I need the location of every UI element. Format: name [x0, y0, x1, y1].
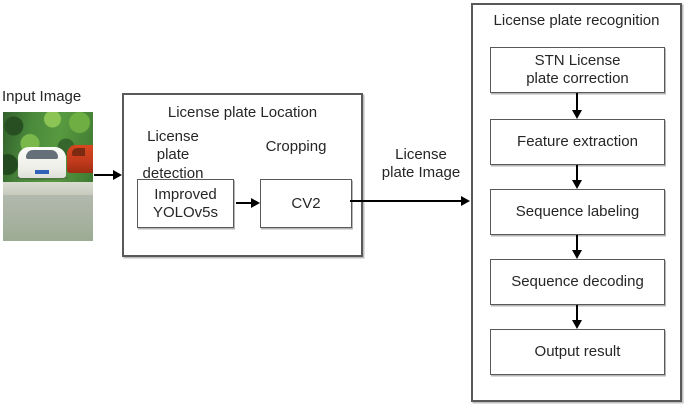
transfer-label: License plate Image: [381, 146, 461, 182]
recognition-panel-title: License plate recognition: [493, 12, 660, 29]
location-panel-title: License plate Location: [167, 104, 318, 121]
location-panel: License plate Location License plate det…: [122, 93, 363, 257]
feature-extraction-box: Feature extraction: [490, 119, 665, 165]
photo-white-car: [18, 147, 66, 178]
photo-curb: [3, 182, 93, 195]
arrow-input-to-location: [94, 169, 122, 180]
cropping-label: Cropping: [265, 138, 327, 155]
photo-car-shadow: [15, 176, 69, 180]
arrow-feature-to-labeling: [571, 165, 582, 189]
detection-label: License plate detection: [142, 128, 204, 182]
photo-road: [3, 195, 93, 241]
output-result-box: Output result: [490, 329, 665, 375]
arrow-location-to-recognition: [350, 195, 470, 206]
stn-correction-box: STN License plate correction: [490, 47, 665, 93]
arrow-yolo-to-cv2: [236, 197, 260, 208]
photo-red-car: [67, 145, 93, 173]
recognition-panel: License plate recognition STN License pl…: [471, 3, 682, 402]
sequence-labeling-box: Sequence labeling: [490, 189, 665, 235]
photo-license-plate: [35, 170, 49, 174]
arrow-decoding-to-output: [571, 305, 582, 329]
photo-white-car-windshield: [26, 150, 58, 159]
arrow-stn-to-feature: [571, 93, 582, 119]
cv2-box: CV2: [260, 179, 352, 228]
sequence-decoding-box: Sequence decoding: [490, 259, 665, 305]
photo-red-car-window: [72, 148, 85, 156]
input-image-label: Input Image: [2, 88, 82, 105]
input-photo: [3, 112, 93, 241]
improved-yolov5s-box: Improved YOLOv5s: [137, 179, 234, 228]
arrow-labeling-to-decoding: [571, 235, 582, 259]
